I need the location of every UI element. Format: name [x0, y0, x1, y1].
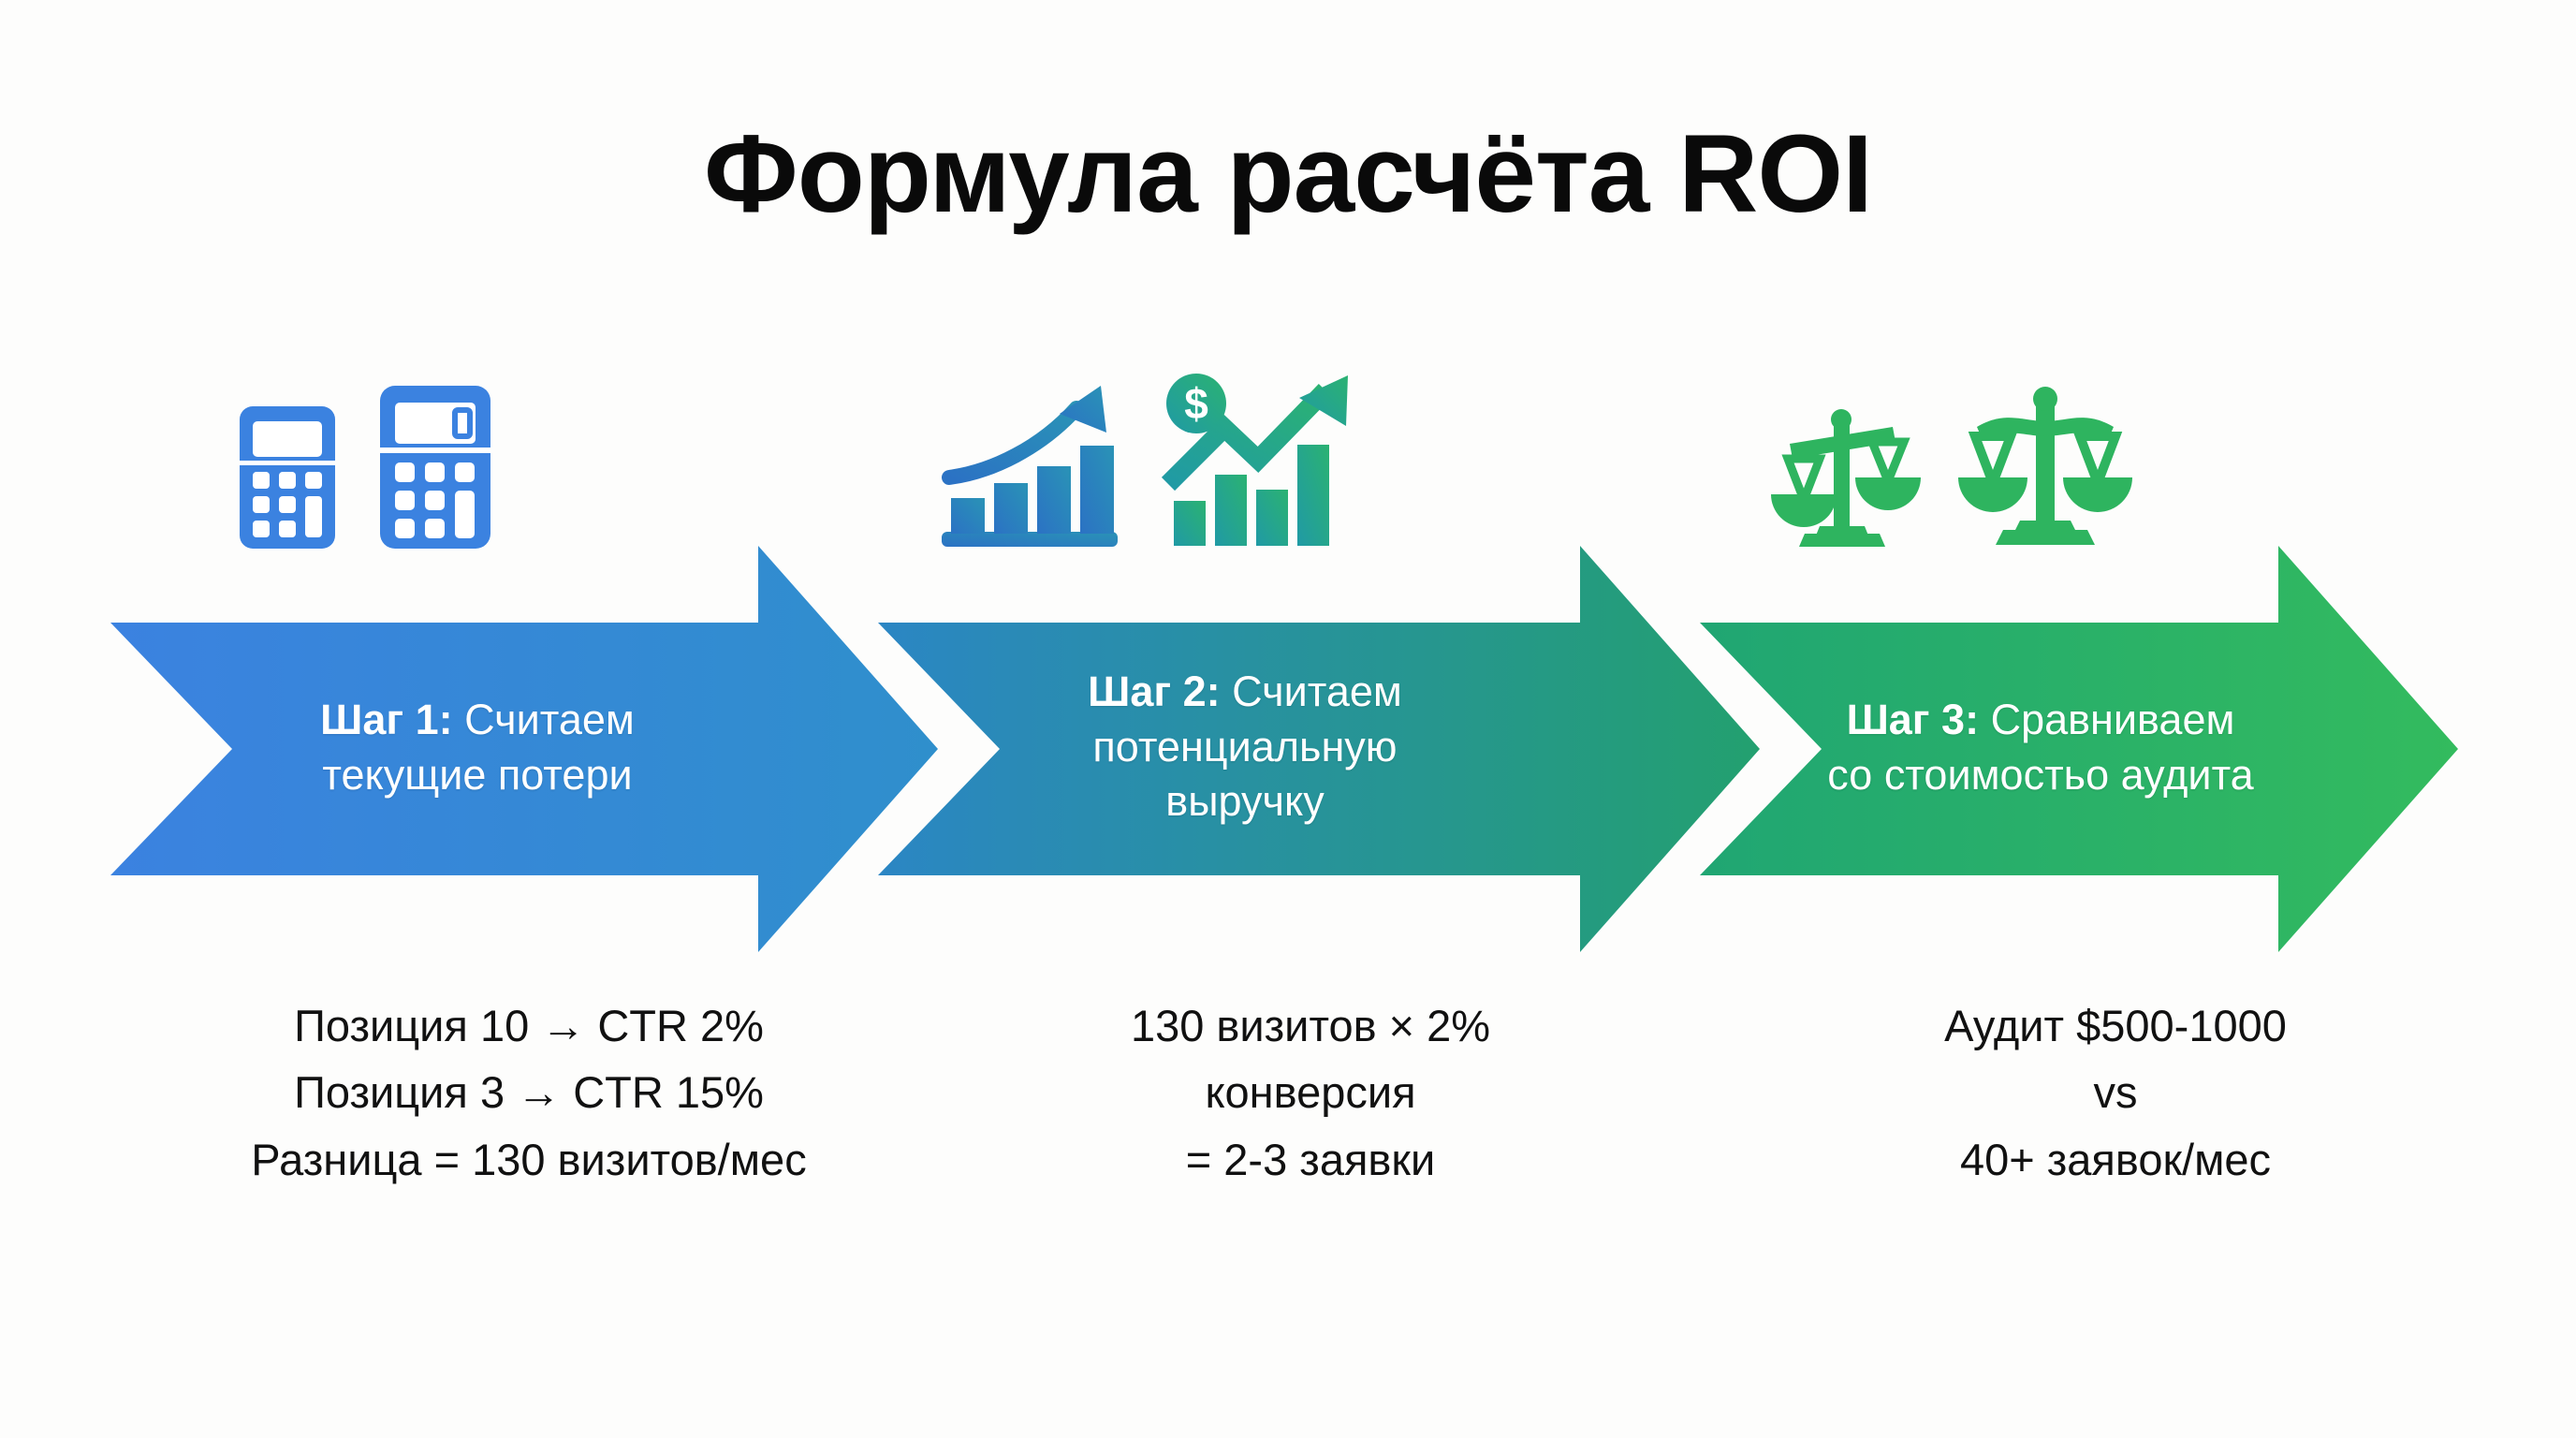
step-3-label-line2: со стоимостьо аудита — [1827, 750, 2254, 799]
balance-scale-icon — [1958, 387, 2132, 545]
step-1-label-rest: Считаем — [452, 696, 635, 743]
arrow-shapes — [110, 546, 2458, 952]
step-1-label: Шаг 1: Считаем текущие потери — [178, 693, 777, 802]
step-3-label-rest: Сравниваем — [1979, 696, 2235, 743]
step-2-label: Шаг 2: Считаем потенциальную выручку — [945, 665, 1544, 829]
caption-line: 40+ заявок/мес — [1959, 1134, 2272, 1184]
step-arrow-band: Шаг 1: Считаем текущие потери Шаг 2: Счи… — [0, 524, 2576, 974]
calculator-icon-large-slot — [376, 382, 494, 552]
page-title: Формула расчёта ROI — [704, 112, 1873, 236]
caption-line: Аудит $500-1000 — [1944, 1001, 2287, 1050]
caption-line: vs — [2093, 1067, 2138, 1118]
caption-line: конверсия — [1205, 1067, 1416, 1118]
calculator-icon — [380, 386, 490, 549]
dollar-circle-icon — [1166, 374, 1226, 433]
icon-group-calculators — [140, 356, 590, 552]
bar-chart-rising-arrow-slot — [936, 374, 1123, 552]
caption-line: Позиция 3 → CTR 15% — [294, 1067, 764, 1118]
caption-column-2: 130 визитов × 2% конверсия = 2-3 заявки — [955, 992, 1666, 1193]
step-3-label: Шаг 3: Сравниваем со стоимостьо аудита — [1713, 693, 2368, 802]
icon-group-growth-charts: $ — [899, 356, 1395, 552]
step-3-arrow-shape — [1700, 546, 2458, 952]
step-2-label-line2: потенциальную — [1092, 722, 1398, 770]
step-3-label-bold: Шаг 3: — [1846, 696, 1980, 743]
caption-column-1: Позиция 10 → CTR 2% Позиция 3 → CTR 15% … — [56, 992, 1002, 1193]
caption-line: = 2-3 заявки — [1185, 1134, 1436, 1184]
step-2-arrow-shape — [878, 546, 1760, 952]
caption-line: Позиция 10 → CTR 2% — [294, 1001, 764, 1050]
caption-band: Позиция 10 → CTR 2% Позиция 3 → CTR 15% … — [0, 992, 2576, 1273]
step-1-label-line2: текущие потери — [322, 750, 633, 799]
step-1-label-bold: Шаг 1: — [320, 696, 453, 743]
balance-scale-tilted-slot — [1762, 391, 1921, 552]
caption-column-3: Аудит $500-1000 vs 40+ заявок/мес — [1722, 992, 2509, 1193]
balance-scale-tilted-icon — [1771, 409, 1921, 547]
balance-scale-slot — [1958, 378, 2132, 552]
step-2-label-rest: Считаем — [1220, 668, 1402, 715]
dollar-bar-chart-arrow-icon: $ — [1161, 374, 1348, 546]
svg-text:$: $ — [1184, 379, 1208, 428]
bar-chart-rising-arrow-icon — [942, 386, 1118, 547]
caption-line: Разница = 130 визитов/мес — [251, 1134, 807, 1184]
calculator-icon — [240, 406, 335, 549]
calculator-icon-small-slot — [236, 403, 339, 552]
step-2-label-line3: выручку — [1165, 777, 1325, 825]
step-2-label-bold: Шаг 2: — [1088, 668, 1221, 715]
dollar-bar-chart-arrow-slot: $ — [1161, 370, 1357, 552]
step-1-arrow-shape — [110, 546, 938, 952]
caption-line: 130 визитов × 2% — [1130, 1001, 1491, 1050]
icon-group-balance-scales — [1704, 356, 2190, 552]
